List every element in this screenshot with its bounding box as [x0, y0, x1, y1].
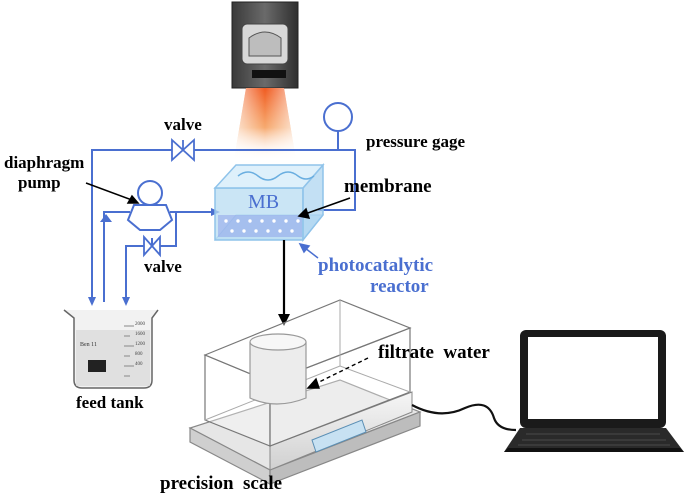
reactor-label-line1: photocatalytic	[318, 255, 434, 276]
mb-label: MB	[248, 191, 280, 213]
membrane-label: membrane	[344, 176, 432, 197]
beaker-brand-text: Ben 11	[80, 342, 97, 348]
beaker-mark-2: 1600	[135, 332, 145, 337]
precision-scale-label: precision scale	[160, 473, 283, 494]
top-valve-icon	[171, 137, 195, 163]
top-loop-pipe	[91, 149, 356, 302]
laptop-icon	[504, 330, 684, 452]
valve-label-top: valve	[164, 115, 202, 134]
pump-label: pump	[18, 173, 61, 192]
pump-suction-pipe	[103, 211, 130, 302]
feed-tank-beaker	[63, 309, 159, 389]
pressure-gage-label: pressure gage	[366, 132, 466, 151]
filtrate-water-label: filtrate water	[378, 342, 490, 363]
filtrate-pointer	[306, 357, 369, 389]
beaker-mark-1: 2000	[135, 322, 145, 327]
diaphragm-pump-icon	[126, 180, 174, 231]
feed-tank-label: feed tank	[76, 393, 144, 412]
reactor-pointer	[298, 242, 319, 259]
pointer-arrows	[85, 182, 351, 219]
diaphragm-label: diaphragm	[4, 153, 85, 172]
reactor-label-line2: reactor	[370, 276, 429, 297]
bottom-valve-icon	[143, 234, 161, 258]
photocatalytic-reactor	[213, 162, 325, 243]
scale-cable	[411, 403, 517, 432]
beaker-mark-5: 400	[135, 362, 143, 367]
valve-label-bottom: valve	[144, 257, 182, 276]
pressure-gage	[323, 102, 353, 132]
beaker-mark-4: 800	[135, 352, 143, 357]
outlet-arrow	[278, 240, 290, 326]
piping	[91, 130, 356, 302]
filtrate-container	[249, 333, 307, 405]
beaker-mark-3: 1200	[135, 342, 145, 347]
light-beam	[234, 88, 296, 160]
lamp	[231, 1, 299, 89]
